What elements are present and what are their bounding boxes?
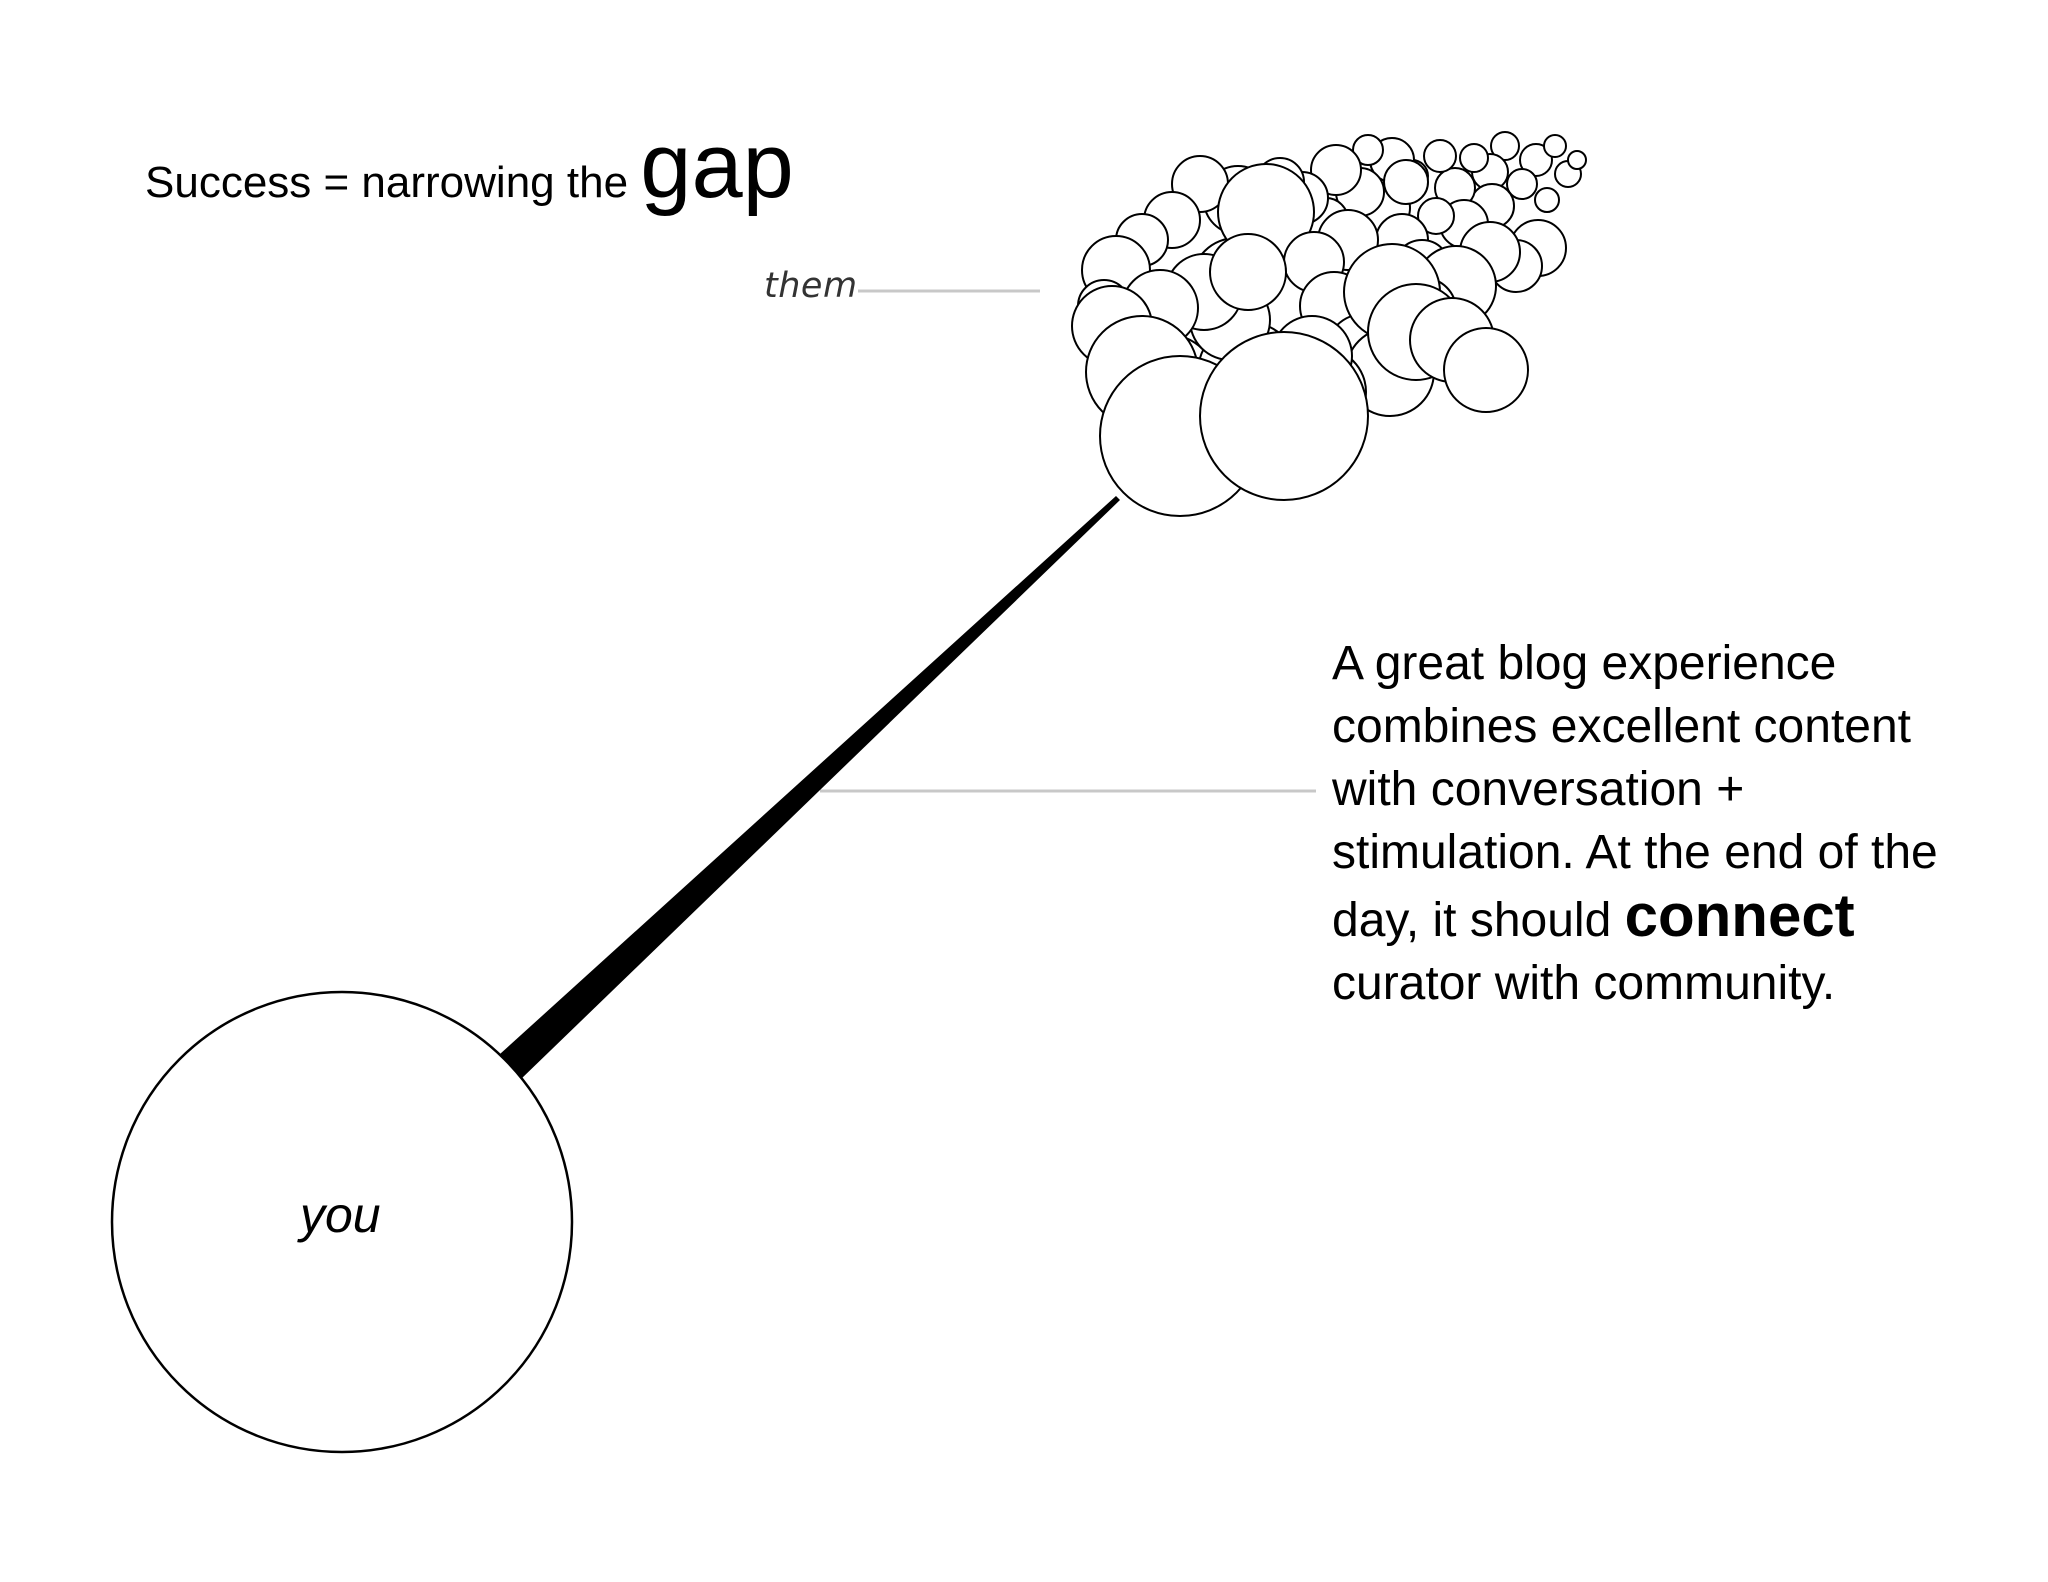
title-prefix: Success = narrowing the: [145, 158, 629, 207]
them-bubble: [1199, 331, 1369, 501]
description-text: A great blog experience combines excelle…: [1332, 632, 1972, 1015]
them-bubble: [1209, 233, 1287, 311]
them-bubble: [1423, 139, 1457, 173]
them-bubble: [1490, 131, 1520, 161]
them-bubble: [1417, 197, 1455, 235]
them-bubble: [1459, 143, 1489, 173]
them-bubble: [1543, 134, 1567, 158]
them-bubble: [1352, 134, 1384, 166]
description-emphasis: connect: [1624, 882, 1855, 949]
you-circle: [110, 990, 574, 1454]
them-label: them: [764, 266, 858, 306]
them-bubble: [1519, 143, 1553, 177]
page-title: Success = narrowing the gap: [145, 120, 794, 212]
them-bubble-cluster: [1071, 131, 1587, 517]
them-bubble: [1383, 159, 1429, 205]
them-bubble: [1443, 327, 1529, 413]
description-part2: curator with community.: [1332, 957, 1836, 1010]
description-part1: A great blog experience combines excelle…: [1332, 637, 1938, 947]
them-bubble: [1506, 168, 1538, 200]
you-label: you: [300, 1187, 381, 1243]
them-bubble: [1534, 187, 1560, 213]
connection-bar: [500, 496, 1120, 1080]
them-bubble: [1567, 150, 1587, 170]
title-emphasis: gap: [640, 115, 794, 217]
